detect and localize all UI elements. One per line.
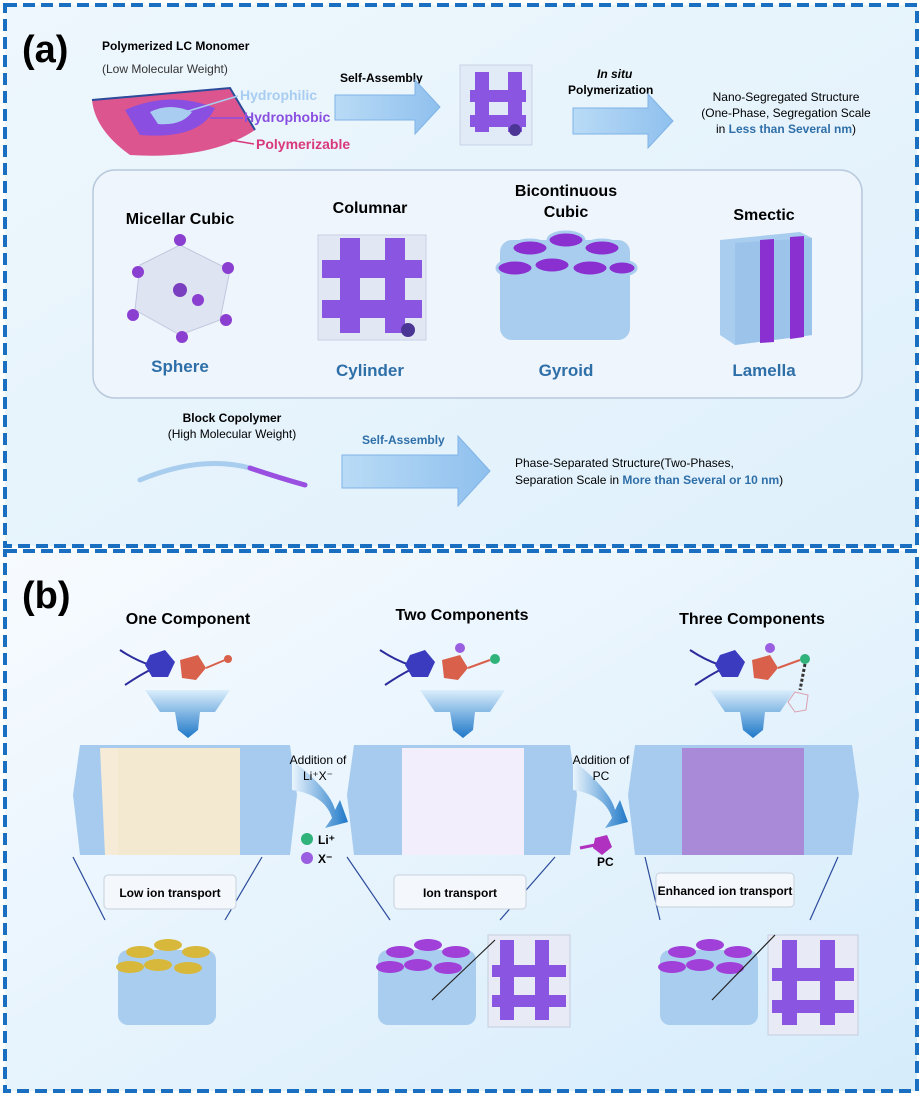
panel-b-label: (b) <box>22 575 71 617</box>
column-title-one: One Component <box>126 611 251 628</box>
down-arrow-two <box>420 690 505 738</box>
channel-two <box>347 745 577 855</box>
panel-a-label: (a) <box>22 29 68 71</box>
addition-1-line-1: Addition of <box>290 753 347 767</box>
addition-1-line-2: Li⁺X⁻ <box>303 769 333 783</box>
shape-gyroid: Gyroid <box>539 361 594 380</box>
down-arrow-one <box>145 690 230 738</box>
legend-x: X⁻ <box>318 852 332 866</box>
cylinder-illustration <box>317 234 427 341</box>
hydrophobic-label: Hydrophobic <box>244 109 331 125</box>
transport-box-two <box>393 874 527 910</box>
down-arrow-three <box>710 690 795 738</box>
molecule-three <box>689 643 810 713</box>
bundle-one <box>116 939 216 1025</box>
column-title-three: Three Components <box>679 611 825 628</box>
gyroid-cube-illustration <box>459 64 533 146</box>
transport-label-three: Enhanced ion transport <box>658 884 793 898</box>
monomer-assembly-illustration <box>91 86 256 156</box>
monomer-subtitle: (Low Molecular Weight) <box>102 62 228 76</box>
legend-pc: PC <box>597 855 614 869</box>
phase-title-cubic: Cubic <box>544 204 589 221</box>
shape-sphere: Sphere <box>151 357 209 376</box>
phase-separated-line-1: Phase-Separated Structure(Two-Phases, <box>515 456 734 470</box>
transport-label-one: Low ion transport <box>119 886 220 900</box>
phase-title-smectic: Smectic <box>733 207 794 224</box>
transport-box-three <box>655 872 795 908</box>
side-arrow-one <box>292 760 348 828</box>
sphere-illustration <box>127 234 234 343</box>
molecule-two <box>379 643 500 686</box>
bundle-three <box>658 934 859 1036</box>
phase-title-columnar: Columnar <box>333 200 408 217</box>
shape-cylinder: Cylinder <box>336 361 404 380</box>
legend-li: Li⁺ <box>318 833 335 847</box>
self-assembly-2-label: Self-Assembly <box>362 433 445 447</box>
polymerization-label: Polymerization <box>568 83 653 97</box>
shape-lamella: Lamella <box>732 361 796 380</box>
column-title-two: Two Components <box>395 607 528 624</box>
phases-box <box>92 169 863 399</box>
lamella-illustration <box>720 232 812 345</box>
hydrophilic-label: Hydrophilic <box>240 87 317 103</box>
block-copolymer-subtitle: (High Molecular Weight) <box>168 427 297 441</box>
phase-title-micellar-cubic: Micellar Cubic <box>126 211 235 228</box>
polymerization-arrow <box>572 92 674 150</box>
phase-separated-line-2: Separation Scale in More than Several or… <box>515 473 783 487</box>
bundle-two <box>376 934 571 1028</box>
self-assembly-label: Self-Assembly <box>340 71 423 85</box>
nano-line-2: (One-Phase, Segregation Scale <box>701 106 871 120</box>
addition-2-line-2: PC <box>593 769 610 783</box>
nano-line-3: in Less than Several nm) <box>716 122 856 136</box>
in-situ-label: In situ <box>597 67 633 81</box>
x-legend-dot <box>301 852 313 864</box>
block-copolymer-title: Block Copolymer <box>183 411 282 425</box>
pc-icon <box>593 835 612 855</box>
side-arrow-two <box>573 760 628 828</box>
transport-label-two: Ion transport <box>423 886 497 900</box>
transport-box-one <box>103 874 237 910</box>
li-legend-dot <box>301 833 313 845</box>
molecule-one <box>119 649 232 686</box>
polymerizable-label: Polymerizable <box>256 136 350 152</box>
channel-one <box>73 745 297 855</box>
phase-title-bicontinuous: Bicontinuous <box>515 183 617 200</box>
channel-three <box>628 745 859 855</box>
self-assembly-arrow <box>334 78 441 136</box>
nano-line-1: Nano-Segregated Structure <box>713 90 860 104</box>
monomer-title: Polymerized LC Monomer <box>102 39 250 53</box>
self-assembly-2-arrow <box>341 434 491 508</box>
gyroid-illustration <box>495 230 638 340</box>
addition-2-line-1: Addition of <box>573 753 630 767</box>
